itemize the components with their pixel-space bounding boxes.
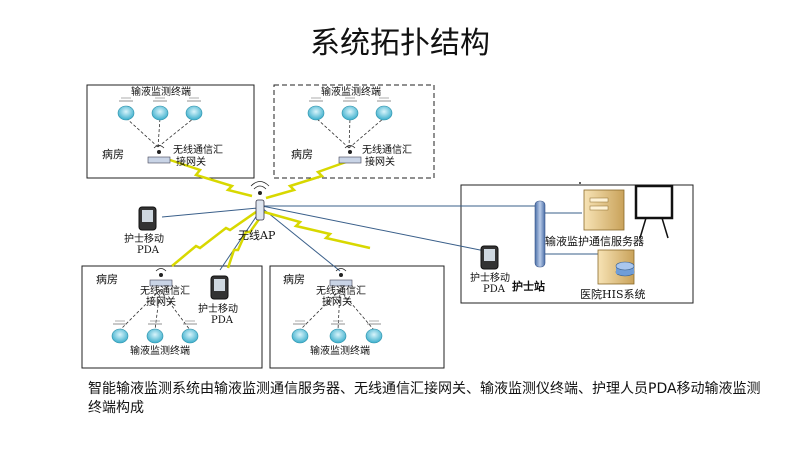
sensor-group-top-right bbox=[307, 97, 393, 121]
wireless-links bbox=[169, 158, 371, 269]
nurse-pda-label: 护士移动 bbox=[470, 271, 510, 284]
page-title: 系统拓扑结构 bbox=[310, 26, 490, 61]
infusion-sensor-icon bbox=[181, 320, 199, 344]
nurse-pda-label: PDA bbox=[211, 315, 234, 326]
description-caption: 智能输液监测系统由输液监测通信服务器、无线通信汇接网关、输液监测仪终端、护理人员… bbox=[88, 381, 761, 416]
infusion-sensor-icon bbox=[329, 320, 347, 344]
server-label: 输液监护通信服务器 bbox=[545, 234, 644, 248]
ward-box-bottom-right bbox=[269, 265, 445, 369]
ward-label: 病房 bbox=[102, 147, 124, 161]
gateway-label: 无线通信汇 bbox=[173, 143, 223, 156]
gateway-router-icon bbox=[149, 268, 173, 287]
sensor-group-bottom-right bbox=[291, 320, 383, 344]
infusion-sensor-icon bbox=[146, 320, 164, 344]
gateway-label: 接网关 bbox=[146, 295, 176, 308]
nurse-pda-label: PDA bbox=[483, 284, 506, 295]
wireless-ap-icon bbox=[250, 181, 270, 221]
nurse-station-label: 护士站 bbox=[512, 279, 545, 293]
gateway-label: 无线通信汇 bbox=[362, 143, 412, 156]
his-label: 医院HIS系统 bbox=[580, 287, 645, 301]
nurse-pda-icon bbox=[138, 206, 157, 231]
infusion-sensor-icon bbox=[365, 320, 383, 344]
infusion-sensor-icon bbox=[375, 97, 393, 121]
gateway-label: 接网关 bbox=[322, 295, 352, 308]
terminal-label: 输液监测终端 bbox=[130, 344, 190, 357]
gateway-label: 接网关 bbox=[176, 155, 206, 168]
nurse-pda-label: PDA bbox=[137, 245, 160, 256]
wireless-ap-label: 无线AP bbox=[238, 228, 276, 242]
nurse-pda-icon bbox=[480, 245, 499, 270]
gateway-label: 无线通信汇 bbox=[140, 284, 190, 297]
gateway-label: 接网关 bbox=[365, 155, 395, 168]
nurse-pda-label: 护士移动 bbox=[198, 302, 238, 315]
infusion-sensor-icon bbox=[185, 97, 203, 121]
his-server-icon bbox=[597, 249, 635, 285]
gateway-router-icon bbox=[329, 268, 353, 287]
ward-box-top-right bbox=[273, 84, 435, 179]
gateway-sensor-links bbox=[119, 117, 385, 331]
terminal-label: 输液监测终端 bbox=[310, 344, 370, 357]
wired-links bbox=[161, 205, 600, 272]
display-screen-icon bbox=[634, 184, 674, 239]
infusion-sensor-icon bbox=[117, 97, 135, 121]
sensor-group-bottom-left bbox=[111, 320, 199, 344]
ward-label: 病房 bbox=[96, 272, 118, 286]
ward-label: 病房 bbox=[283, 272, 305, 286]
server-icon bbox=[583, 189, 625, 231]
gateway-router-icon bbox=[338, 145, 362, 164]
nurse-pda-label: 护士移动 bbox=[124, 232, 164, 245]
ward-label: 病房 bbox=[291, 147, 313, 161]
nurse-station-box bbox=[460, 184, 694, 304]
infusion-sensor-icon bbox=[111, 320, 129, 344]
sensor-group-top-left bbox=[117, 97, 203, 121]
infusion-sensor-icon bbox=[291, 320, 309, 344]
terminal-label: 输液监测终端 bbox=[131, 85, 191, 98]
gateway-label: 无线通信汇 bbox=[316, 284, 366, 297]
terminal-label: 输液监测终端 bbox=[321, 85, 381, 98]
infusion-sensor-icon bbox=[307, 97, 325, 121]
network-backbone-pillar bbox=[534, 200, 546, 268]
infusion-sensor-icon bbox=[341, 97, 359, 121]
nurse-pda-icon bbox=[210, 275, 229, 300]
infusion-sensor-icon bbox=[151, 97, 169, 121]
ward-box-top-left bbox=[86, 84, 255, 179]
dot-marker bbox=[579, 182, 581, 184]
gateway-router-icon bbox=[147, 145, 171, 164]
